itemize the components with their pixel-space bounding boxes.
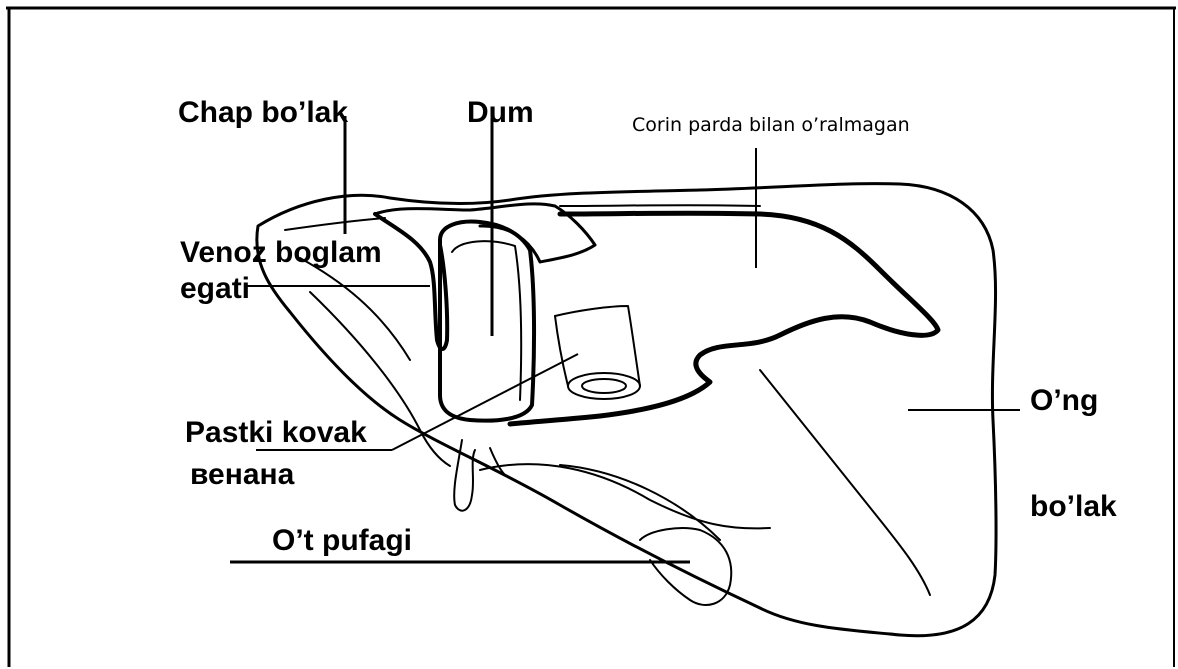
label-right-lobe-line1: O’ng bbox=[1030, 386, 1098, 416]
label-venous-groove-line1: Venoz boglam bbox=[180, 238, 382, 268]
label-ivc-line2: венaна bbox=[190, 460, 294, 490]
label-caudate-lobe: Dum bbox=[467, 98, 534, 128]
label-bare-area: Corin parda bilan o’ralmagan bbox=[632, 116, 910, 135]
caudate-lobe bbox=[375, 204, 595, 421]
leader-ivc-diagonal bbox=[392, 354, 578, 450]
inferior-vena-cava bbox=[555, 306, 640, 399]
label-ivc-line1: Pastki kovak bbox=[185, 418, 367, 448]
label-left-lobe: Chap bo’lak bbox=[178, 98, 348, 128]
label-gallbladder: O’t pufagi bbox=[272, 526, 412, 556]
label-right-lobe-line2: bo’lak bbox=[1030, 492, 1117, 522]
bare-area-border bbox=[510, 205, 938, 424]
label-venous-groove-line2: egati bbox=[180, 274, 250, 304]
